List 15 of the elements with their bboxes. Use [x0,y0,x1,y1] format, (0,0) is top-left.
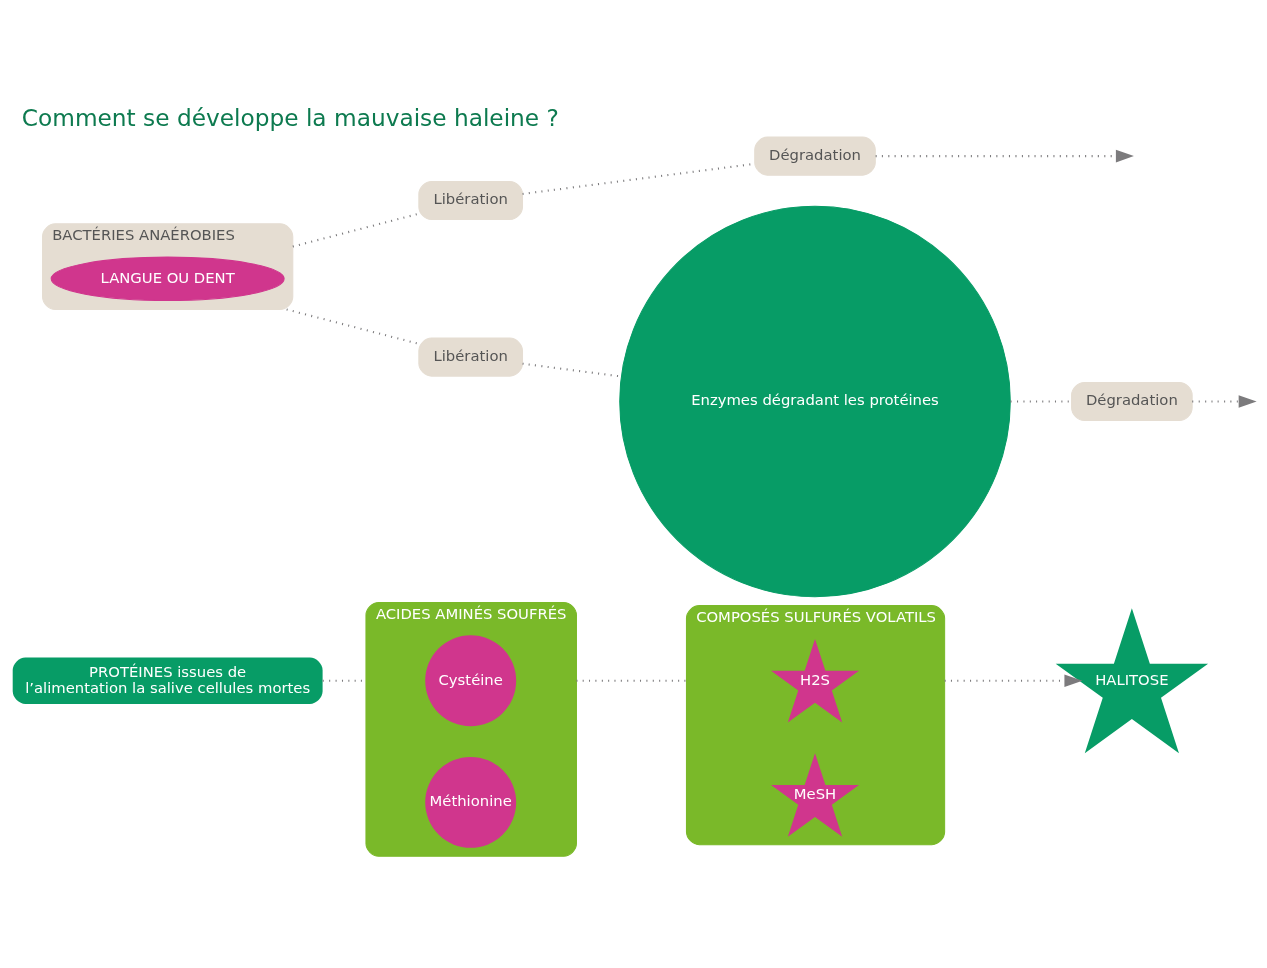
arrow [944,674,1083,688]
node-box: Dégradation [1071,381,1193,422]
node-circle: Méthionine [425,756,517,848]
diagram-title: Comment se développe la mauvaise haleine ? [21,104,559,132]
node-box: PROTÉINES issues de l’alimentation la salive cellules mortes [12,657,323,704]
node-box: Libération [418,180,524,221]
arrow [1192,395,1257,408]
node-box: Dégradation [754,136,876,176]
connector [286,308,419,345]
node-circle: Cystéine [425,635,517,727]
node-circle: Enzymes dégradant les protéines [619,205,1011,598]
node-box: Libération [418,337,524,377]
connector [292,212,419,248]
node-ellipse: LANGUE OU DENT [50,256,285,302]
arrow [875,149,1134,163]
